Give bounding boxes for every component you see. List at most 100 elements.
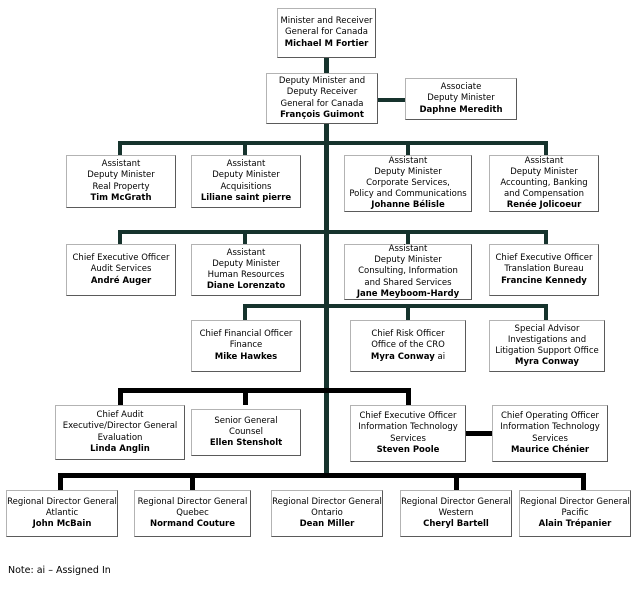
node-person: Jane Meyboom-Hardy — [356, 288, 460, 299]
node-title-line: Pacific — [561, 507, 589, 518]
node-title-line: Ontario — [311, 507, 343, 518]
connector-row6-stub-counsel — [243, 388, 248, 405]
node-person: Liliane saint pierre — [200, 192, 292, 203]
node-ceo-it-services[interactable]: Chief Executive Officer Information Tech… — [350, 405, 466, 462]
node-title-line: Corporate Services, — [366, 177, 450, 188]
node-senior-general-counsel[interactable]: Senior General Counsel Ellen Stensholt — [191, 409, 301, 456]
node-title-line: Chief Financial Officer — [199, 329, 293, 340]
node-special-advisor-investigations[interactable]: Special Advisor Investigations and Litig… — [489, 320, 605, 372]
node-title-line: Deputy Minister — [212, 170, 280, 181]
node-title-line: Assistant — [226, 159, 266, 170]
node-cro-office[interactable]: Chief Risk Officer Office of the CRO Myr… — [350, 320, 466, 372]
connector-row3-stub-real-property — [118, 141, 122, 155]
node-person: Francine Kennedy — [501, 275, 587, 286]
node-title-line: Senior General — [214, 415, 278, 426]
node-title-line: Litigation Support Office — [495, 346, 599, 356]
node-title-line: Assistant — [226, 247, 266, 258]
node-person: Cheryl Bartell — [423, 519, 489, 530]
node-title-line: Deputy Minister — [374, 255, 442, 266]
node-minister[interactable]: Minister and Receiver General for Canada… — [277, 8, 376, 58]
node-title-line: Audit Services — [90, 264, 152, 275]
node-adm-consulting-information[interactable]: Assistant Deputy Minister Consulting, In… — [344, 244, 472, 300]
node-title-line: Consulting, Information — [358, 266, 458, 277]
node-title-line: General for Canada — [280, 98, 364, 109]
node-rdg-atlantic[interactable]: Regional Director General Atlantic John … — [6, 490, 118, 537]
node-title-line: Assistant — [388, 155, 428, 166]
node-title-line: Information Technology — [500, 422, 600, 433]
node-person: John McBain — [32, 519, 92, 530]
node-title-line: Minister and Receiver — [280, 16, 373, 27]
node-title-line: Associate — [440, 82, 482, 93]
node-title-line: Deputy Minister — [87, 170, 155, 181]
connector-row3-stub-corporate-services — [406, 141, 410, 155]
connector-row7-stub-western — [454, 473, 459, 490]
node-person-name: Myra Conway — [370, 351, 435, 362]
node-title-line: Acquisitions — [220, 181, 272, 192]
node-person: Myra Conway — [515, 357, 579, 368]
node-ceo-audit-services[interactable]: Chief Executive Officer Audit Services A… — [66, 244, 176, 296]
node-title-line: Chief Operating Officer — [500, 411, 600, 422]
node-title-line: Deputy Receiver — [286, 87, 358, 98]
connector-row6-stub-it-services — [406, 388, 411, 405]
node-adm-human-resources[interactable]: Assistant Deputy Minister Human Resource… — [191, 244, 301, 296]
node-title-line: Office of the CRO — [371, 340, 445, 351]
node-title-line: Counsel — [229, 426, 263, 437]
node-person: Daphne Meredith — [419, 104, 503, 115]
node-associate-deputy-minister[interactable]: Associate Deputy Minister Daphne Meredit… — [405, 78, 517, 120]
node-title-line: Regional Director General — [401, 496, 511, 507]
node-title-line: Western — [438, 507, 474, 518]
node-person: Renée Jolicoeur — [506, 200, 582, 211]
node-title-line: Deputy Minister and — [278, 76, 366, 87]
node-rdg-pacific[interactable]: Regional Director General Pacific Alain … — [519, 490, 631, 537]
node-title-line: Special Advisor — [514, 323, 580, 334]
connector-row4-stub-consulting — [406, 230, 410, 244]
node-title-line: Information Technology — [358, 422, 458, 433]
connector-ceo-its-to-coo-its — [466, 431, 492, 436]
connector-row7-stub-atlantic — [58, 473, 63, 490]
node-person: Ellen Stensholt — [209, 438, 283, 449]
node-title-line: Chief Executive Officer — [72, 253, 170, 264]
node-person: Alain Trépanier — [538, 519, 612, 530]
connector-row3-stub-accounting — [544, 141, 548, 155]
node-person: Johanne Bélisle — [371, 200, 445, 211]
node-person: Tim McGrath — [90, 192, 152, 203]
node-title-line: and Compensation — [503, 189, 585, 200]
node-chief-audit-executive[interactable]: Chief Audit Executive/Director General E… — [55, 405, 185, 460]
node-title-line: Quebec — [176, 507, 209, 518]
node-title-line: Executive/Director General — [62, 421, 178, 432]
node-rdg-western[interactable]: Regional Director General Western Cheryl… — [400, 490, 512, 537]
connector-row3-stub-acquisitions — [243, 141, 247, 155]
connector-row5-bar-right — [326, 304, 548, 308]
node-title-line: Regional Director General — [7, 496, 117, 507]
node-person: Diane Lorenzato — [206, 281, 286, 292]
node-title-line: Services — [390, 433, 426, 444]
connector-spine-minister-to-deputy — [324, 57, 329, 73]
node-rdg-quebec[interactable]: Regional Director General Quebec Normand… — [134, 490, 251, 537]
node-rdg-ontario[interactable]: Regional Director General Ontario Dean M… — [271, 490, 383, 537]
node-title-line: Chief Executive Officer — [359, 411, 457, 422]
node-title-line: Accounting, Banking — [500, 177, 588, 188]
connector-row5-stub-cro — [406, 304, 410, 320]
node-deputy-minister[interactable]: Deputy Minister and Deputy Receiver Gene… — [266, 73, 378, 124]
connector-row5-bar-left — [243, 304, 327, 308]
node-coo-it-services[interactable]: Chief Operating Officer Information Tech… — [492, 405, 608, 462]
node-adm-accounting-banking[interactable]: Assistant Deputy Minister Accounting, Ba… — [489, 155, 599, 212]
node-cfo-finance[interactable]: Chief Financial Officer Finance Mike Haw… — [191, 320, 301, 372]
node-ceo-translation-bureau[interactable]: Chief Executive Officer Translation Bure… — [489, 244, 599, 296]
connector-row5-stub-finance — [243, 304, 247, 320]
node-person: Myra Conway ai — [371, 352, 445, 363]
node-title-line: Atlantic — [45, 507, 79, 518]
node-title-line: Finance — [229, 340, 263, 351]
node-person: Dean Miller — [299, 519, 355, 530]
node-title-line: Evaluation — [97, 432, 143, 443]
node-person: Michael M Fortier — [284, 38, 369, 49]
node-adm-corporate-services[interactable]: Assistant Deputy Minister Corporate Serv… — [344, 155, 472, 212]
connector-row3-bar — [120, 141, 548, 145]
node-title-line: Assistant — [524, 155, 564, 166]
node-title-line: Deputy Minister — [212, 258, 280, 269]
node-person: André Auger — [90, 275, 152, 286]
node-title-line: Assistant — [101, 159, 141, 170]
node-adm-real-property[interactable]: Assistant Deputy Minister Real Property … — [66, 155, 176, 208]
node-adm-acquisitions[interactable]: Assistant Deputy Minister Acquisitions L… — [191, 155, 301, 208]
